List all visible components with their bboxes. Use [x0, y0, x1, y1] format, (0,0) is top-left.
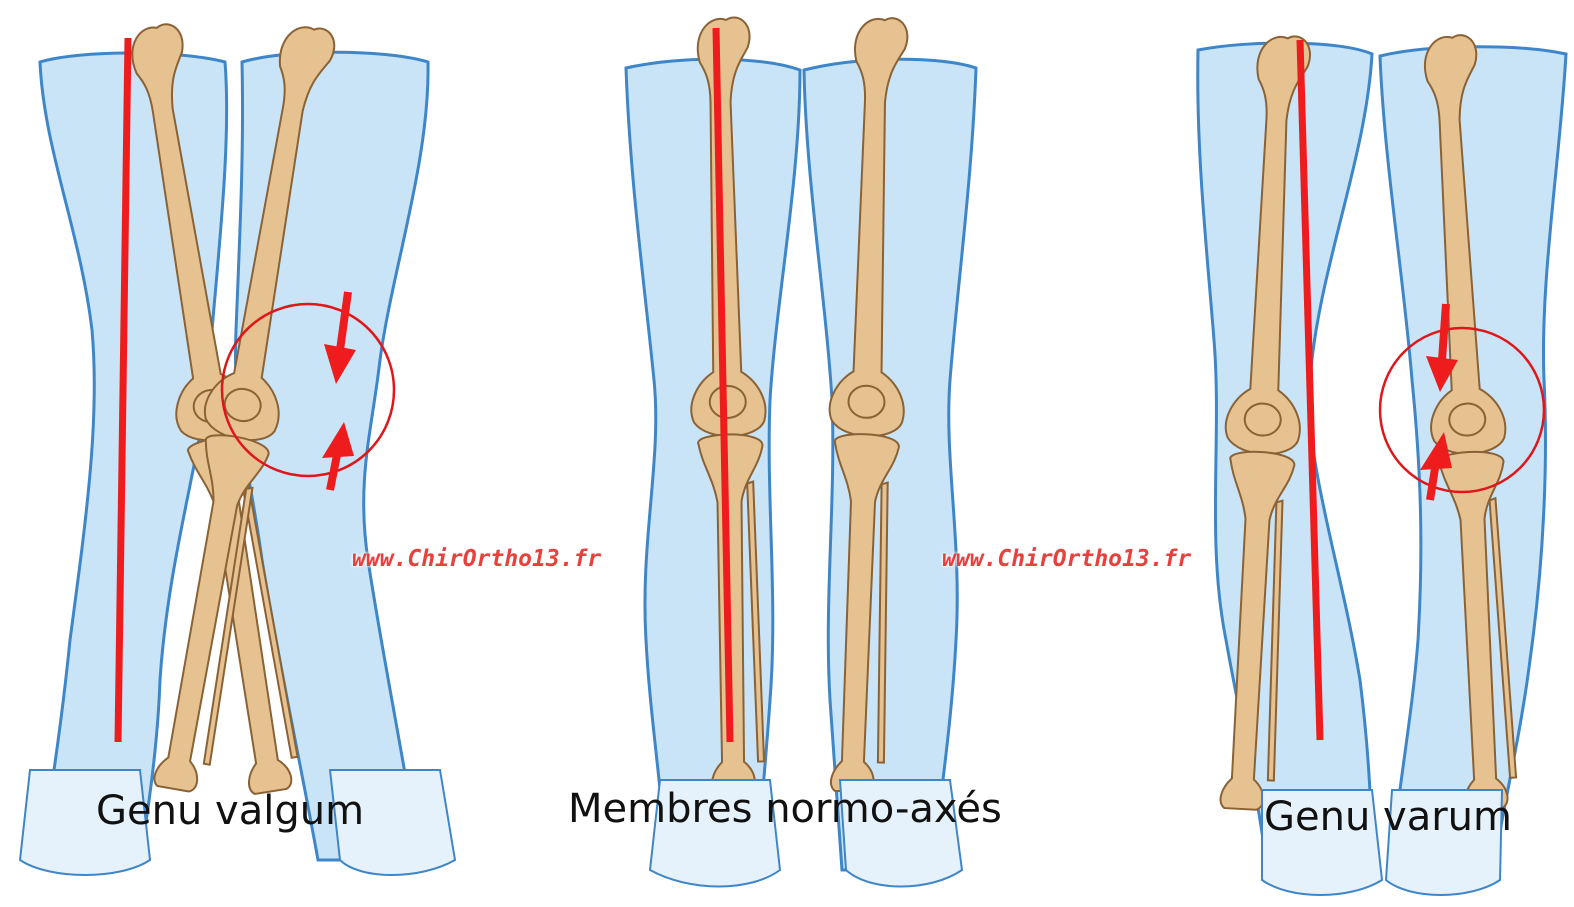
watermark-right: www.ChirOrtho13.fr — [942, 546, 1191, 572]
caption-genu-varum: Genu varum — [1264, 794, 1512, 840]
panel-genu-varum — [1198, 34, 1566, 895]
panel-genu-valgum — [20, 20, 455, 875]
caption-genu-valgum: Genu valgum — [96, 788, 364, 834]
caption-normo-axes: Membres normo-axés — [568, 786, 1002, 832]
watermark-left: www.ChirOrtho13.fr — [352, 546, 601, 572]
panel-normo-axes — [626, 16, 976, 886]
